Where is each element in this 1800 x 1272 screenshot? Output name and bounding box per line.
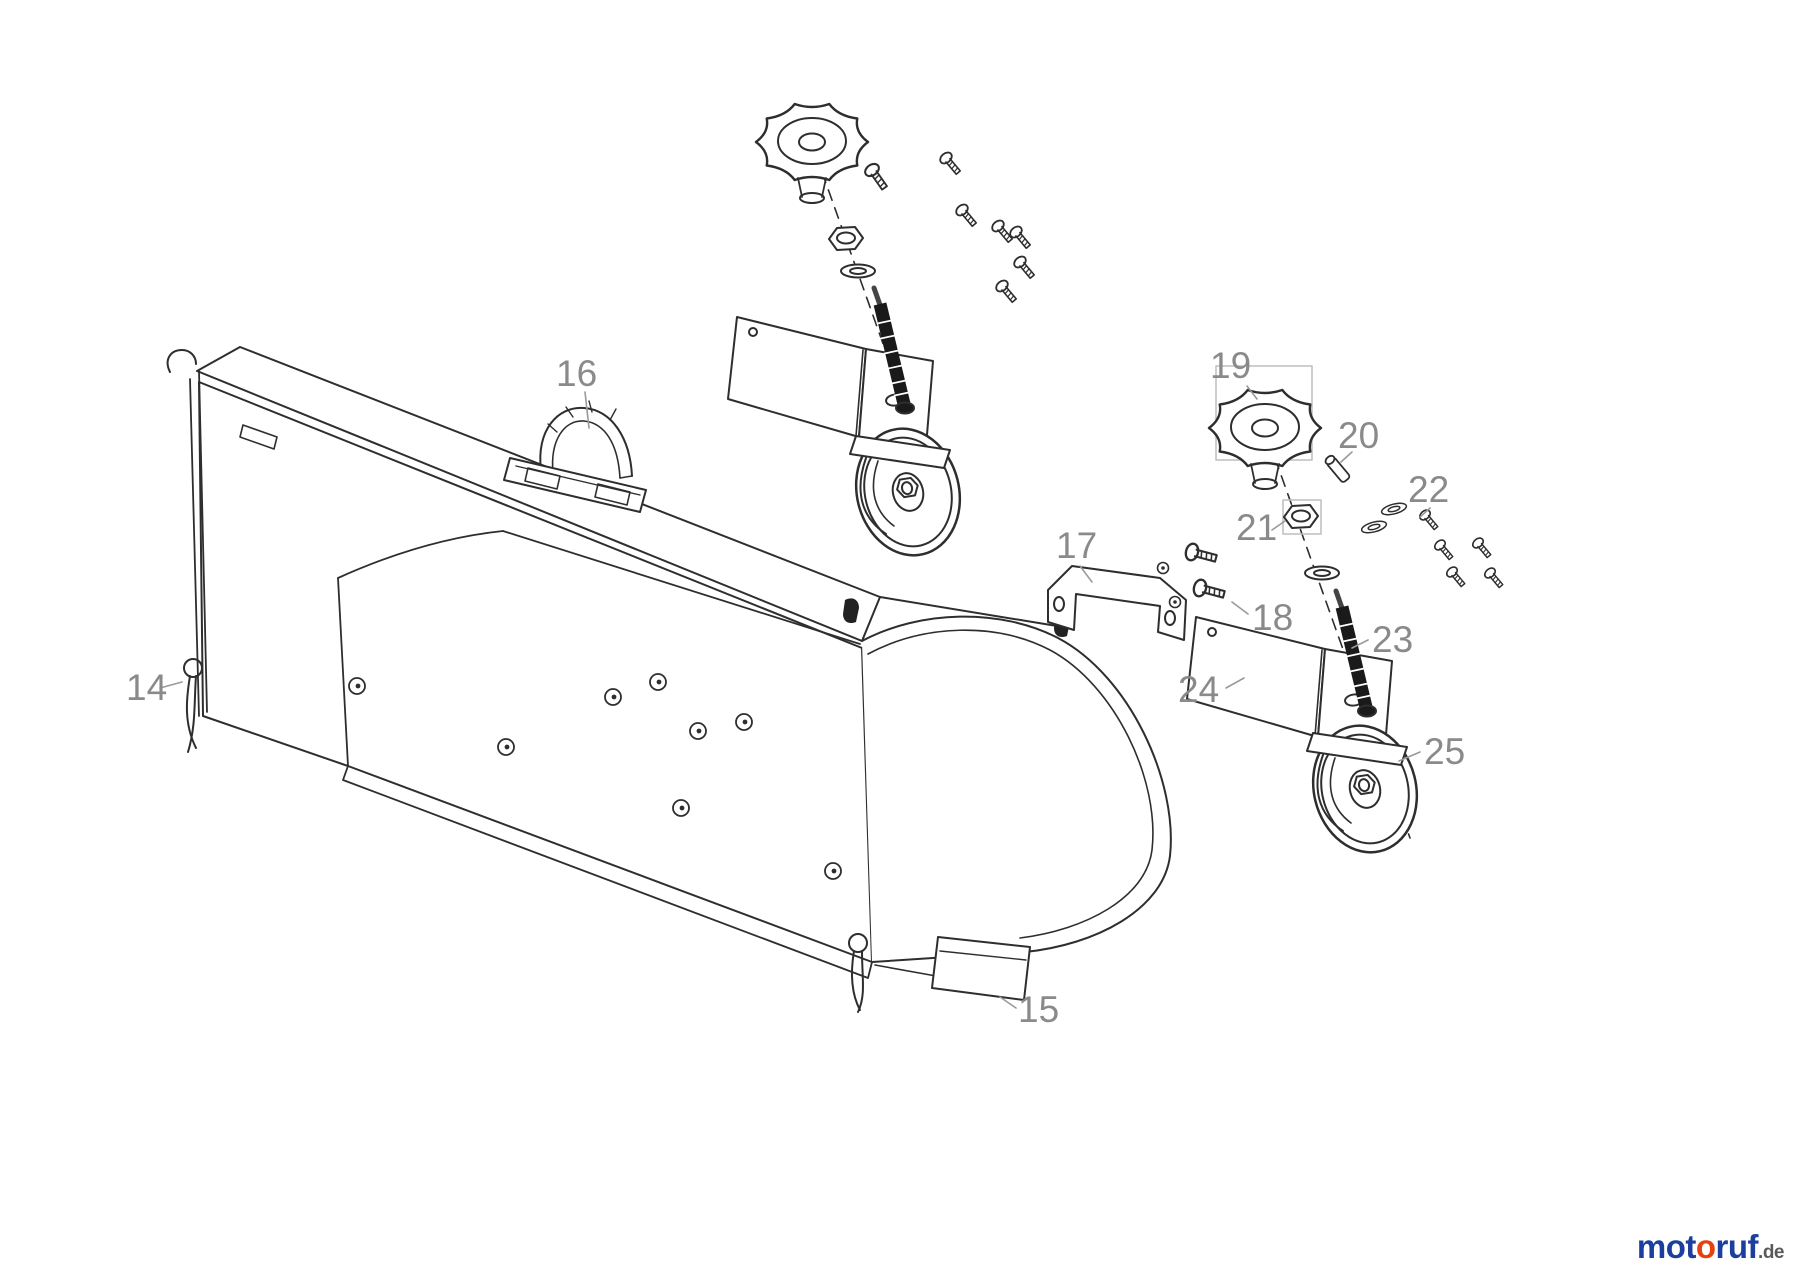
part-label-25: 25 xyxy=(1424,731,1465,772)
leader-lines xyxy=(159,385,1431,1009)
blade-body xyxy=(166,346,1172,979)
logo-accent: o xyxy=(1695,1228,1716,1265)
logo-text-2: ruf xyxy=(1715,1228,1759,1265)
brand-logo[interactable]: motoruf.de xyxy=(1636,1228,1785,1266)
part-labels: 14 15 16 17 18 19 20 21 22 23 24 25 xyxy=(126,345,1465,1030)
screw-icon xyxy=(993,277,1021,306)
screw-icon xyxy=(1190,576,1228,604)
hex-nut xyxy=(1283,504,1319,529)
screw-set-front xyxy=(937,149,1039,306)
cotter-pin-left xyxy=(183,658,203,753)
part-label-19: 19 xyxy=(1210,345,1251,386)
part-label-21: 21 xyxy=(1236,507,1277,548)
washer xyxy=(1304,565,1340,581)
part-label-14: 14 xyxy=(126,667,167,708)
carry-handle xyxy=(503,400,647,513)
part-label-20: 20 xyxy=(1338,415,1379,456)
washer xyxy=(840,263,876,279)
mounting-plate-15 xyxy=(874,936,1031,1001)
screw-icon xyxy=(953,201,981,230)
washer xyxy=(1379,500,1409,518)
part-label-24: 24 xyxy=(1178,669,1219,710)
screw-icon xyxy=(1469,535,1495,561)
cotter-pin-bottom xyxy=(848,933,868,1013)
clevis-pin xyxy=(1322,453,1352,485)
logo-text-1: mot xyxy=(1636,1228,1697,1265)
part-label-17: 17 xyxy=(1056,525,1097,566)
caster-assembly-right xyxy=(1186,365,1507,865)
screw-icon xyxy=(1431,537,1457,563)
caster-wheel xyxy=(1298,713,1432,865)
screw-icon xyxy=(1443,564,1469,590)
screw-icon xyxy=(1007,223,1035,252)
washer xyxy=(1359,518,1389,536)
screw-icon xyxy=(937,149,965,178)
hand-knob xyxy=(1207,388,1323,491)
screw-set-right xyxy=(1359,500,1507,591)
hand-knob xyxy=(754,102,870,205)
part-label-22: 22 xyxy=(1408,469,1449,510)
screw-icon xyxy=(1011,253,1039,282)
part-label-16: 16 xyxy=(556,353,597,394)
hex-nut xyxy=(828,226,864,251)
link-bracket-17 xyxy=(1047,565,1187,641)
screw-icon xyxy=(1481,565,1507,591)
caster-assembly-front xyxy=(727,102,1039,568)
part-label-23: 23 xyxy=(1372,619,1413,660)
logo-suffix: .de xyxy=(1758,1242,1784,1263)
screws-18 xyxy=(1156,540,1228,609)
screw-icon xyxy=(1182,540,1220,568)
screw-icon xyxy=(861,160,892,194)
part-label-15: 15 xyxy=(1018,989,1059,1030)
screw-icon xyxy=(1416,507,1442,533)
part-label-18: 18 xyxy=(1252,597,1293,638)
latch-hook-icon xyxy=(843,598,859,624)
caster-wheel xyxy=(841,416,975,568)
